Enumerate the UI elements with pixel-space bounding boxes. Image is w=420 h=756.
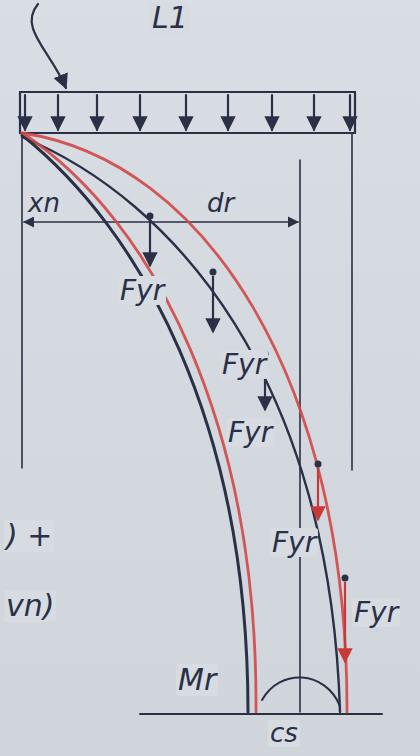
dimension-label: dr xyxy=(205,190,236,217)
load-top-line xyxy=(20,91,355,93)
right-edge-line xyxy=(351,133,353,470)
force-label: Fyr xyxy=(270,528,318,557)
equation-fragment: vn) xyxy=(4,590,56,622)
load-base-line xyxy=(20,132,355,134)
dimension-label: xn xyxy=(26,190,62,217)
load-arrows xyxy=(25,95,350,130)
inner-curve xyxy=(22,135,248,712)
moment-label: Mr xyxy=(176,664,218,696)
inner-red-curve xyxy=(24,134,256,712)
centroid-line xyxy=(299,160,301,712)
left-edge-line xyxy=(21,133,23,468)
dimension-line xyxy=(24,221,298,223)
outer-red-curve xyxy=(22,133,347,712)
force-label: Fyr xyxy=(226,418,274,447)
force-label: Fyr xyxy=(118,276,166,305)
force-label: Fyr xyxy=(220,350,268,379)
base-line xyxy=(140,713,382,715)
dimension-label: cs xyxy=(268,720,300,747)
load-label: L1 xyxy=(150,2,190,34)
equation-fragment: ) + xyxy=(4,520,54,552)
outer-curve xyxy=(22,137,340,712)
moment-arc xyxy=(262,677,340,706)
force-points xyxy=(147,213,349,582)
force-label: Fyr xyxy=(352,598,400,627)
force-arrows xyxy=(150,220,345,662)
load-pointer xyxy=(32,4,66,88)
